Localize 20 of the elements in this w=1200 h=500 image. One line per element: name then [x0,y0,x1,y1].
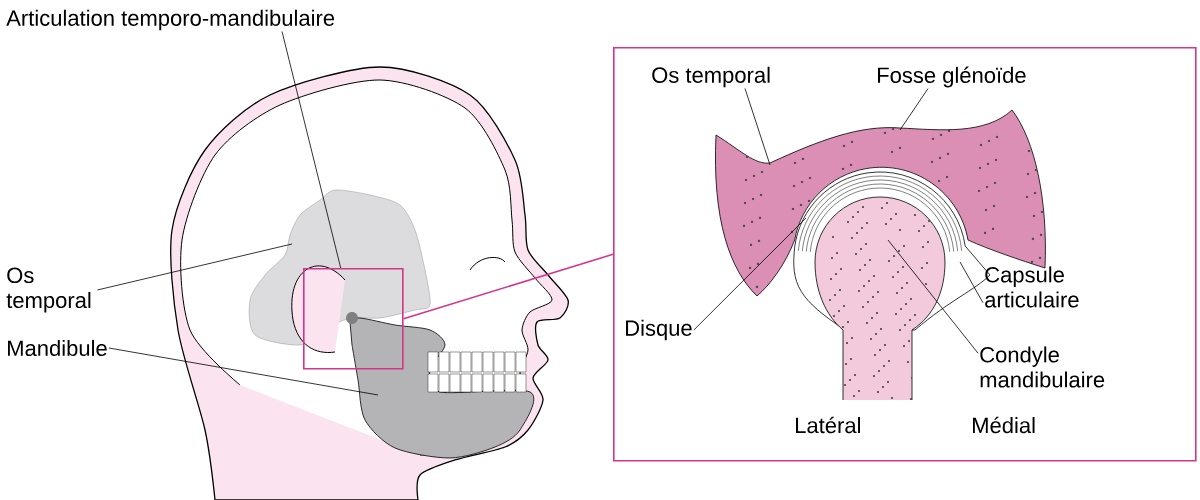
leader-line [887,239,979,354]
part-label: Os temporal [6,267,91,313]
side-label: Médial [973,416,1035,434]
leader-line [744,88,771,166]
part-label: Capsule articulaire [985,266,1079,308]
leader-line [281,31,342,269]
part-label: Disque [626,319,692,341]
magnifier-box [303,268,404,370]
part-label: Fosse glénoïde [878,66,1026,88]
leader-line [899,88,929,131]
part-label: Mandibule [8,339,107,357]
part-label: Os temporal [652,66,770,88]
leader-line [97,243,293,291]
side-label: Latéral [796,416,860,434]
leader-line [959,261,984,304]
leader-line [693,217,807,331]
part-label: Articulation temporo-mandibulaire [6,9,335,31]
part-label: Condyle mandibulaire [980,346,1105,388]
leader-line [108,347,379,396]
inset-frame [613,47,1197,462]
